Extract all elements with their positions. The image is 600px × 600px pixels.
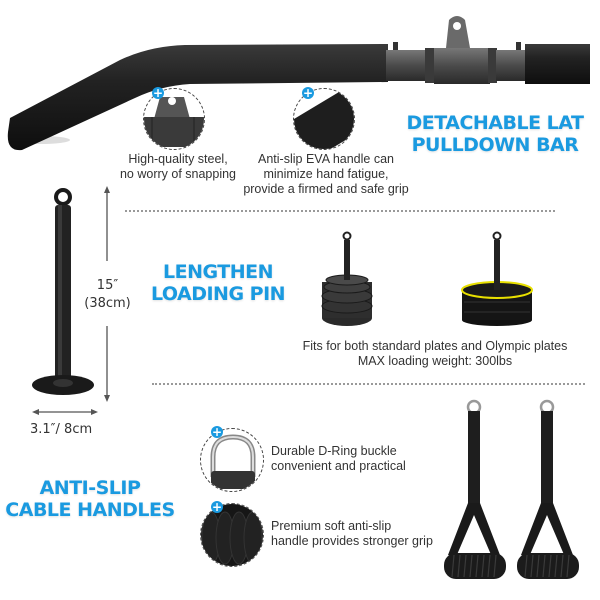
caption-line: Durable D-Ring buckle [271,444,397,458]
standard-plates-image [321,231,373,326]
caption-line: Premium soft anti-slip [271,519,392,533]
caption-line: minimize hand fatigue, [263,167,389,181]
title-line: ANTI-SLIP [39,477,141,499]
caption-line: MAX loading weight: 300lbs [357,354,513,368]
caption-line: convenient and practical [271,459,406,473]
section-title-cable-handles: ANTI-SLIP CABLE HANDLES [5,477,175,522]
lat-pulldown-bar-image [7,16,590,151]
section-divider [125,210,555,212]
title-line: PULLDOWN BAR [411,133,579,156]
title-line: LENGTHEN [163,261,274,283]
plus-icon: + [211,425,223,439]
plates-caption: Fits for both standard plates and Olympi… [280,339,590,369]
caption-line: High-quality steel, [128,152,228,166]
handle-right [517,399,579,579]
feature-d-ring-caption: Durable D-Ring buckle convenient and pra… [271,444,406,474]
pin-height-label: 15″ (38cm) [80,277,135,313]
title-line: LOADING PIN [150,282,286,305]
plus-icon: + [152,86,164,100]
handle-left [444,399,506,579]
caption-line: handle provides stronger grip [271,534,433,548]
olympic-plates-image [461,231,533,326]
feature-steel-caption: High-quality steel, no worry of snapping [108,152,248,182]
caption-line: no worry of snapping [119,167,237,181]
section-title-loading-pin: LENGTHEN LOADING PIN [148,261,288,306]
height-cm: (38cm) [84,296,131,311]
grip-detail-zoom [200,503,264,567]
plus-icon: + [211,500,223,514]
eva-handle-detail-zoom [293,88,355,150]
section-divider [152,383,585,385]
title-line: DETACHABLE LAT [406,112,584,134]
title-line: CABLE HANDLES [5,498,175,521]
caption-line: Fits for both standard plates and Olympi… [302,339,568,353]
height-inches: 15″ [96,278,119,293]
pin-width-label: 3.1″/ 8cm [30,422,93,437]
feature-grip-caption: Premium soft anti-slip handle provides s… [271,519,433,549]
cable-handles-image [444,399,579,579]
width-dimension-arrow [32,409,98,415]
d-ring-closeup-image [210,434,256,489]
steel-detail-zoom [143,88,205,150]
height-dimension-arrow [104,186,110,402]
grip-closeup-image [201,504,263,566]
section-title-lat-bar: DETACHABLE LAT PULLDOWN BAR [395,112,595,157]
eva-handle-closeup-image [294,89,354,149]
caption-line: provide a firmed and safe grip [243,182,409,196]
plus-icon: + [302,86,314,100]
feature-eva-caption: Anti-slip EVA handle can minimize hand f… [236,152,416,197]
caption-line: Anti-slip EVA handle can [258,152,394,166]
loading-pin-image [32,188,94,395]
d-ring-detail-zoom [200,428,264,492]
